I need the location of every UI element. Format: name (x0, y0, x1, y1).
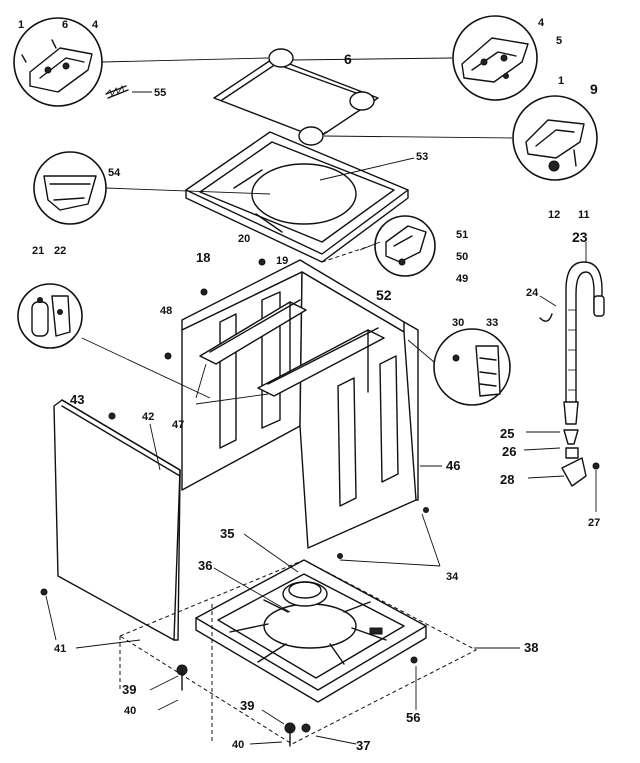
leader-lines (45, 57, 597, 745)
callout-5: 5 (556, 35, 562, 47)
callout-6: 6 (62, 19, 68, 31)
callout-40-left: 40 (124, 705, 136, 717)
front-panel (53, 399, 181, 641)
callout-28: 28 (500, 472, 514, 487)
callout-19: 19 (276, 255, 288, 267)
hinge-bracket-icon-right (452, 15, 538, 101)
callout-39-left: 39 (122, 682, 136, 697)
callout-35: 35 (220, 526, 234, 541)
callout-43: 43 (70, 392, 84, 407)
lid-switch-icon (512, 95, 598, 181)
dashed-guides (118, 245, 478, 745)
callout-46: 46 (446, 458, 460, 473)
callout-24: 24 (526, 287, 539, 299)
hinge-bracket-icon (13, 17, 103, 107)
callout-1-right: 1 (558, 75, 564, 87)
callout-labels: 1 6 4 55 6 4 5 1 9 12 11 54 53 20 18 19 … (18, 17, 600, 753)
callout-27: 27 (588, 517, 600, 529)
callout-34: 34 (446, 571, 459, 583)
callout-50: 50 (456, 251, 468, 263)
callout-39-mid: 39 (240, 698, 254, 713)
base-frame (195, 559, 427, 703)
hose-clip-icon (433, 328, 511, 406)
callout-41: 41 (54, 643, 66, 655)
bleach-dispenser-icon (33, 151, 107, 225)
callout-4-right: 4 (538, 17, 545, 29)
callout-23: 23 (572, 229, 588, 245)
callout-52: 52 (376, 287, 392, 303)
callout-49: 49 (456, 273, 468, 285)
callout-20: 20 (238, 233, 250, 245)
callout-1: 1 (18, 19, 24, 31)
callout-25: 25 (500, 426, 514, 441)
callout-18: 18 (196, 250, 210, 265)
lid-lock-icon (374, 215, 436, 277)
callout-21: 21 (32, 245, 44, 257)
callout-56: 56 (406, 710, 420, 725)
callout-26: 26 (502, 444, 516, 459)
clip-bracket-icon (17, 283, 83, 349)
callout-53: 53 (416, 151, 428, 163)
callout-38: 38 (524, 640, 538, 655)
callout-54: 54 (108, 167, 121, 179)
callout-48: 48 (160, 305, 172, 317)
callout-9: 9 (590, 81, 598, 97)
callout-36: 36 (198, 558, 212, 573)
callout-11: 11 (578, 209, 590, 221)
callout-47: 47 (172, 419, 184, 431)
cabinet (181, 259, 419, 549)
callout-40-mid: 40 (232, 739, 244, 751)
lid (213, 48, 379, 146)
callout-6-lid: 6 (344, 51, 352, 67)
callout-51: 51 (456, 229, 468, 241)
callout-55: 55 (154, 87, 166, 99)
callout-4: 4 (92, 19, 99, 31)
drain-hose (539, 261, 605, 487)
callout-12: 12 (548, 209, 560, 221)
callout-30: 30 (452, 317, 464, 329)
callout-37: 37 (356, 738, 370, 753)
callout-22: 22 (54, 245, 66, 257)
callout-42: 42 (142, 411, 154, 423)
small-parts (40, 84, 429, 747)
callout-33: 33 (486, 317, 498, 329)
